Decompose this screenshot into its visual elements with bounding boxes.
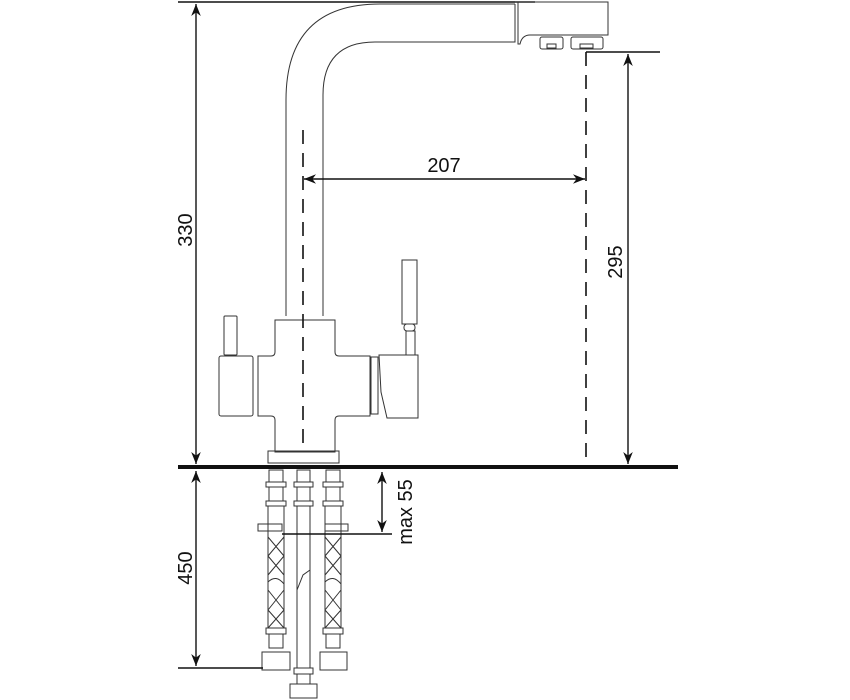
dimension-label-207: 207 bbox=[427, 155, 460, 177]
dimension-label-max-55: max 55 bbox=[395, 479, 417, 545]
countertop-line bbox=[178, 465, 678, 469]
dimension-total-height: 330 bbox=[175, 1, 535, 464]
middle-hose bbox=[289, 469, 318, 699]
dimension-max-thickness: max 55 bbox=[282, 472, 417, 545]
faucet-body bbox=[218, 259, 419, 464]
right-hose bbox=[319, 469, 348, 671]
aerator-icon bbox=[539, 36, 564, 50]
dimension-label-295: 295 bbox=[605, 245, 627, 278]
left-handle bbox=[218, 355, 254, 417]
dimension-spout-reach: 207 bbox=[304, 155, 585, 184]
faucet-spout bbox=[285, 1, 609, 316]
right-handle bbox=[378, 354, 419, 419]
left-lever bbox=[223, 315, 238, 356]
dimension-label-450: 450 bbox=[175, 551, 197, 584]
mounting-plate-right bbox=[324, 523, 349, 532]
supply-hoses bbox=[257, 469, 349, 699]
mounting-plate-left bbox=[257, 523, 283, 532]
dimension-hose-length: 450 bbox=[175, 471, 263, 669]
left-hose bbox=[261, 469, 291, 671]
dimension-label-330: 330 bbox=[175, 213, 197, 246]
base-ring bbox=[267, 450, 340, 464]
dimension-spout-clearance: 295 bbox=[585, 51, 660, 465]
right-lever bbox=[401, 259, 418, 325]
aerator-icon bbox=[570, 36, 604, 50]
